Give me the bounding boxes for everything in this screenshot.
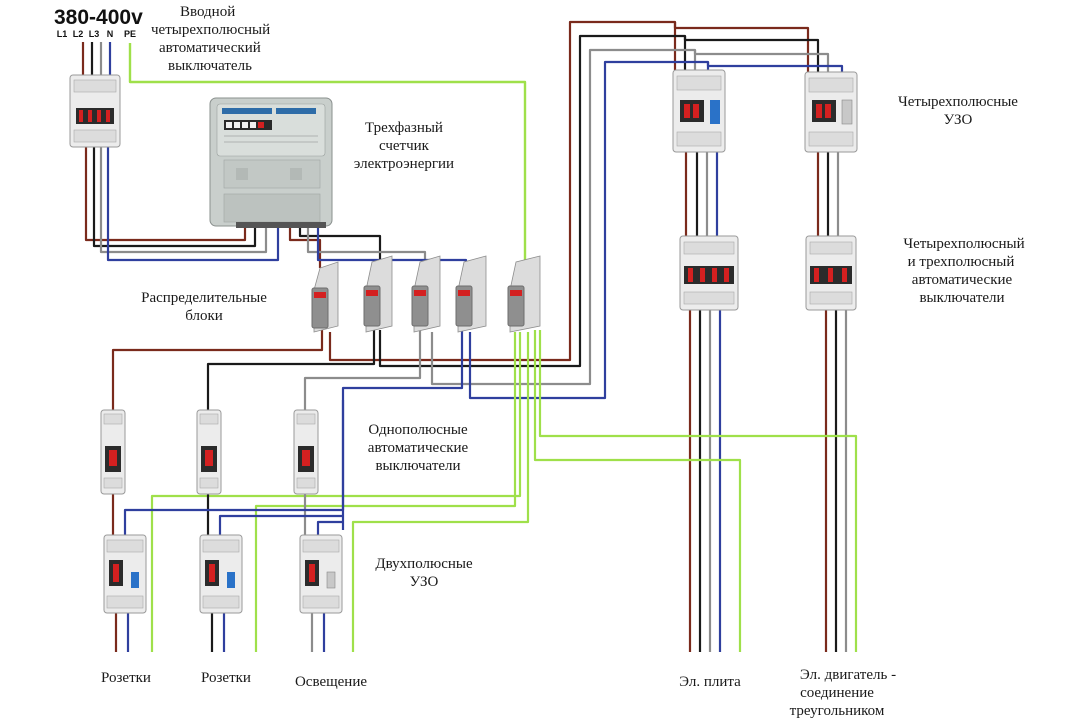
svg-text:автоматические: автоматические	[912, 272, 1013, 288]
pe-socket2	[254, 332, 517, 652]
n-rcd2	[218, 514, 343, 535]
svg-text:автоматические: автоматические	[368, 440, 469, 456]
svg-text:Однополюсные: Однополюсные	[368, 422, 468, 438]
output-label-stove: Эл. плита	[679, 674, 741, 690]
dist-block-L3	[411, 255, 441, 333]
wires	[84, 20, 858, 652]
svg-text:автоматический: автоматический	[159, 40, 261, 56]
svg-text:Распределительные: Распределительные	[141, 290, 267, 306]
energy-meter	[209, 97, 333, 228]
svg-text:счетчик: счетчик	[379, 138, 430, 154]
meter-input-L2	[92, 145, 257, 248]
svg-text:и трехполюсный: и трехполюсный	[908, 254, 1015, 270]
rcd1-feed-L2	[378, 34, 687, 368]
svg-text:Четырехполюсные: Четырехполюсные	[898, 94, 1018, 110]
single-pole-breaker-3	[293, 409, 319, 495]
phase-labels: L1 L2 L3 N PE	[57, 29, 136, 39]
rcd2-feed-L2	[683, 36, 820, 72]
meter-input-L1	[84, 145, 247, 242]
main-breaker	[69, 42, 121, 148]
two-pole-rcd-label: Двухполюсные УЗО	[375, 556, 473, 590]
output-label-motor: Эл. двигатель - соединение треугольником	[790, 667, 896, 719]
svg-text:четырехполюсный: четырехполюсный	[151, 22, 270, 38]
svg-text:блоки: блоки	[185, 308, 223, 324]
svg-text:УЗО: УЗО	[410, 574, 439, 590]
dist-block-L2	[363, 255, 393, 333]
dist-block-N	[455, 255, 487, 333]
distribution-blocks-label: Распределительные блоки	[141, 290, 267, 324]
pe-light	[351, 332, 530, 652]
meter-label: Трехфазный счетчик электроэнергии	[354, 120, 454, 172]
n-rcd3	[316, 520, 343, 535]
dist-block-L1	[311, 261, 339, 333]
pe-motor	[533, 330, 742, 652]
svg-text:выключатель: выключатель	[168, 58, 252, 74]
svg-text:Четырехполюсный: Четырехполюсный	[903, 236, 1024, 252]
four-pole-rcd-1	[672, 69, 726, 153]
pe-stove	[538, 330, 858, 652]
svg-text:электроэнергии: электроэнергии	[354, 156, 454, 172]
sp3-feed	[303, 330, 422, 410]
svg-text:выключатели: выключатели	[919, 290, 1004, 306]
output-label-socket-2: Розетки	[201, 670, 251, 686]
single-pole-breaker-1	[100, 409, 126, 495]
svg-text:соединение: соединение	[800, 685, 874, 701]
svg-text:L2: L2	[73, 29, 84, 39]
meter-out-L1	[288, 228, 322, 268]
svg-text:PE: PE	[124, 29, 136, 39]
voltage-header: 380-400v	[54, 6, 143, 29]
svg-text:N: N	[107, 29, 114, 39]
dist-block-PE	[507, 255, 541, 333]
svg-text:УЗО: УЗО	[944, 112, 973, 128]
breakers-3-4-label: Четырехполюсный и трехполюсный автоматич…	[903, 236, 1024, 306]
svg-text:треугольником: треугольником	[790, 703, 885, 719]
pe-socket1	[150, 332, 522, 652]
svg-text:Эл. двигатель -: Эл. двигатель -	[800, 667, 896, 683]
four-pole-rcd-2	[804, 71, 858, 153]
output-label-socket-1: Розетки	[101, 670, 151, 686]
meter-out-L3	[306, 228, 427, 262]
meter-out-L2	[298, 228, 382, 262]
three-pole-breaker	[805, 235, 857, 311]
single-pole-breaker-2	[196, 409, 222, 495]
four-pole-breaker	[679, 235, 739, 311]
rcd1-feed-L1	[328, 20, 677, 362]
four-pole-rcd-label: Четырехполюсные УЗО	[898, 94, 1018, 128]
svg-text:Вводной: Вводной	[180, 4, 235, 20]
rcd2-feed-N	[706, 62, 844, 72]
rcd2-feed-L3	[693, 50, 830, 72]
rcd2-feed-L1	[673, 22, 810, 72]
two-pole-rcd-3	[299, 534, 343, 614]
main-breaker-label: Вводной четырехполюсный автоматический в…	[151, 4, 270, 74]
single-pole-breakers-label: Однополюсные автоматические выключатели	[368, 422, 469, 474]
sp2-feed	[206, 330, 376, 410]
two-pole-rcd-2	[199, 534, 243, 614]
two-pole-rcd-1	[103, 534, 147, 614]
pe-main-wire	[128, 43, 527, 262]
svg-text:L1: L1	[57, 29, 68, 39]
svg-text:Трехфазный: Трехфазный	[365, 120, 443, 136]
output-label-lighting: Освещение	[295, 674, 367, 690]
svg-text:выключатели: выключатели	[375, 458, 460, 474]
meter-input-N	[106, 145, 280, 262]
sp1-feed	[111, 330, 324, 410]
n-rcd1	[123, 400, 345, 535]
distribution-blocks	[311, 255, 541, 333]
svg-text:L3: L3	[89, 29, 100, 39]
meter-input-L3	[99, 145, 268, 254]
svg-text:Двухполюсные: Двухполюсные	[375, 556, 473, 572]
rcd1-feed-L3	[430, 48, 697, 386]
